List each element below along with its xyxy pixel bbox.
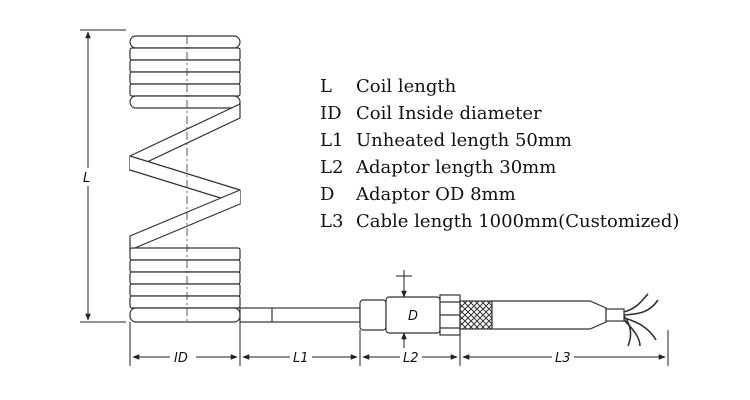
label-l: L xyxy=(83,171,90,186)
label-l3: L3 xyxy=(555,351,571,366)
coil xyxy=(129,35,241,323)
legend-code: ID xyxy=(320,103,342,124)
legend-desc: Coil Inside diameter xyxy=(356,103,542,124)
label-id: ID xyxy=(174,351,188,366)
legend-row: L3 Cable length 1000mm(Customized) xyxy=(320,208,730,235)
adaptor: D xyxy=(359,294,493,336)
unheated-tube xyxy=(239,307,361,323)
legend-row: L1 Unheated length 50mm xyxy=(320,127,730,154)
lead-wires xyxy=(623,293,659,347)
legend-row: D Adaptor OD 8mm xyxy=(320,181,730,208)
legend-code: L2 xyxy=(320,157,344,178)
cable xyxy=(491,300,625,330)
legend-row: ID Coil Inside diameter xyxy=(320,100,730,127)
legend-desc: Adaptor length 30mm xyxy=(356,157,557,178)
coil-spaced-turns xyxy=(129,103,241,251)
legend-row: L2 Adaptor length 30mm xyxy=(320,154,730,181)
legend-code: D xyxy=(320,184,335,205)
legend-row: L Coil length xyxy=(320,73,730,100)
legend-desc: Unheated length 50mm xyxy=(356,130,572,151)
adaptor-od-symbol: D xyxy=(408,309,418,324)
coil-top-turns xyxy=(129,35,241,109)
braided-sleeve xyxy=(459,300,493,330)
legend-desc: Cable length 1000mm(Customized) xyxy=(356,211,680,232)
legend-code: L xyxy=(320,76,332,97)
legend-code: L3 xyxy=(320,211,344,232)
legend-desc: Adaptor OD 8mm xyxy=(356,184,516,205)
label-l2: L2 xyxy=(403,351,419,366)
legend-code: L1 xyxy=(320,130,344,151)
legend-desc: Coil length xyxy=(356,76,457,97)
coil-bottom-turns xyxy=(129,247,241,323)
label-l1: L1 xyxy=(293,351,309,366)
dimension-labels: ID L1 L2 L3 L xyxy=(80,168,574,366)
legend: L Coil length ID Coil Inside diameter L1 Un… xyxy=(320,73,730,235)
